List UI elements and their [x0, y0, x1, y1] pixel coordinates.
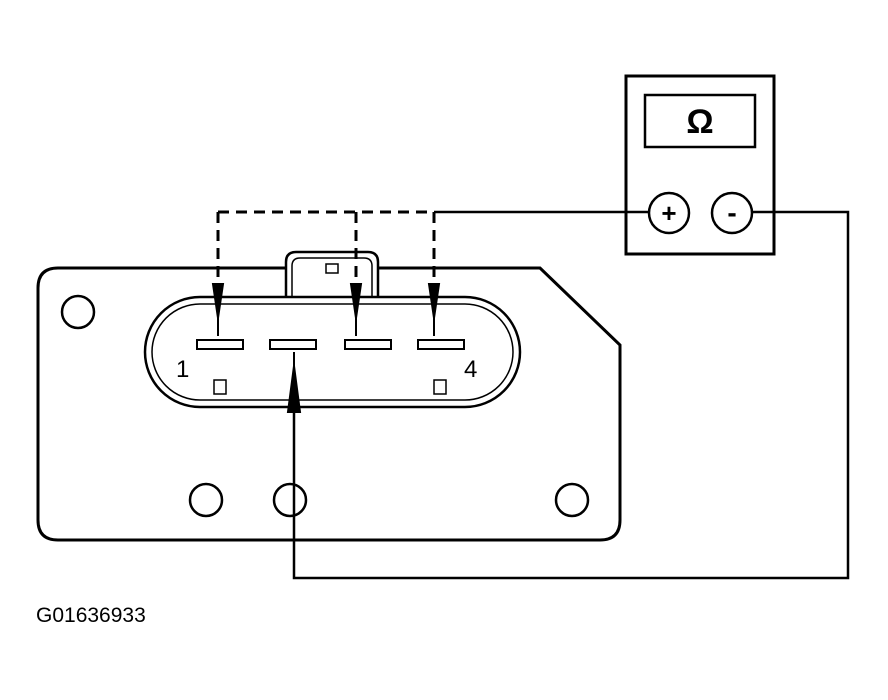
pin-label-4: 4: [464, 356, 477, 383]
terminal-pin-4: [417, 339, 465, 350]
connector-housing-outer: [143, 295, 522, 409]
probe-tips: [211, 283, 441, 336]
positive-terminal-label: +: [661, 198, 676, 228]
mounting-hole-top-left: [60, 294, 96, 330]
mounting-hole-bottom-1: [188, 482, 224, 518]
negative-lead: [292, 210, 850, 580]
terminal-pin-3: [344, 339, 392, 350]
connector-latch: [284, 250, 380, 298]
key-tab-left: [213, 379, 227, 395]
negative-terminal-label: -: [727, 197, 736, 228]
ohm-symbol: Ω: [686, 103, 713, 141]
connector-housing-inner: [151, 303, 514, 401]
key-tab-right: [433, 379, 447, 395]
terminal-pin-1: [196, 339, 244, 350]
mounting-hole-bottom-right: [554, 482, 590, 518]
terminal-pin-2: [269, 339, 317, 350]
pin-label-1: 1: [176, 356, 189, 383]
ohmmeter-display: [643, 93, 757, 149]
dashed-probe-paths: [216, 210, 436, 286]
mounting-hole-bottom-2: [272, 482, 308, 518]
negative-probe-tip: [286, 352, 302, 413]
figure-code: G01636933: [36, 604, 146, 627]
